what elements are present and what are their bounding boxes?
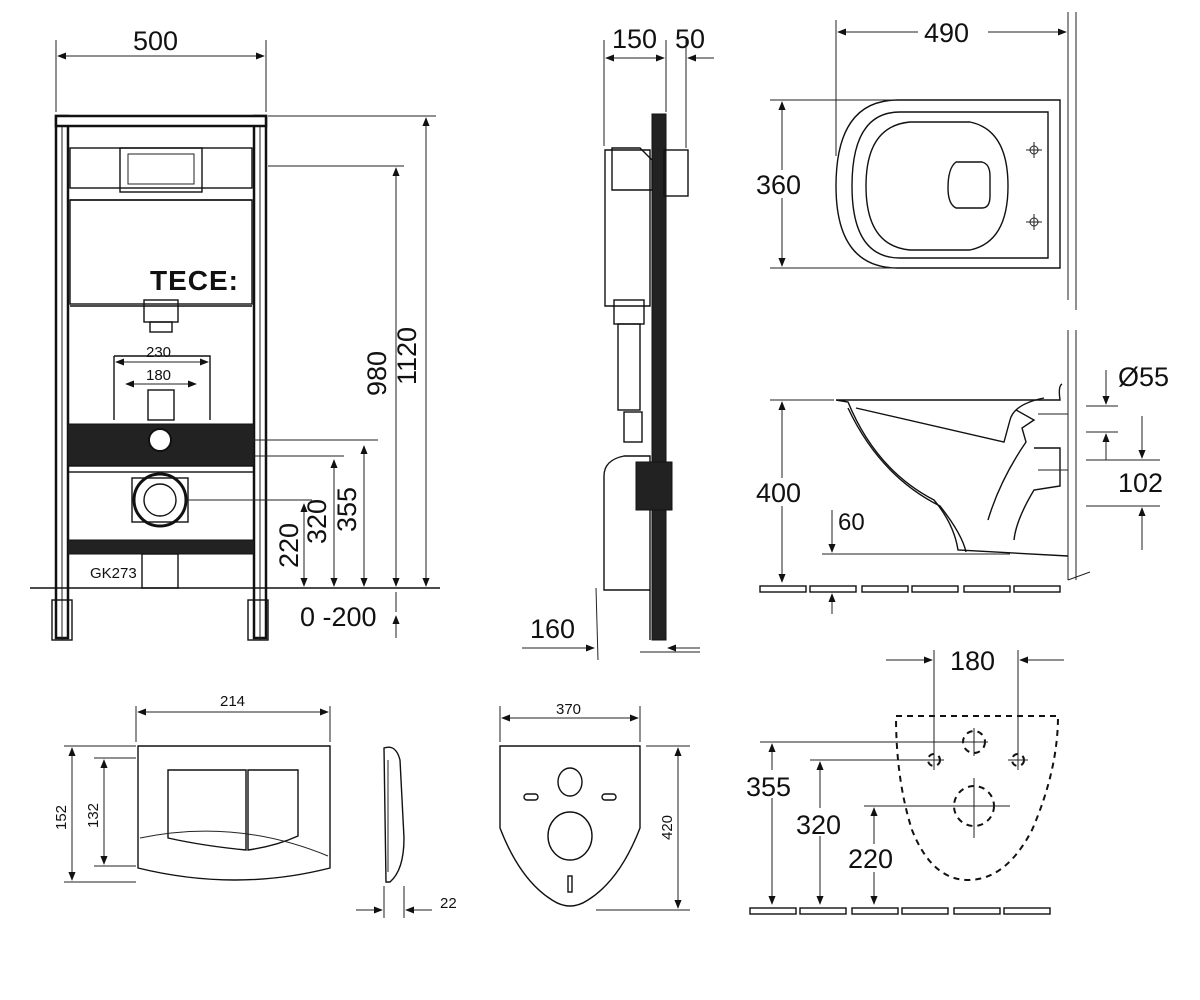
dim-bowl-width: 360 bbox=[756, 170, 801, 200]
dim-height-355: 355 bbox=[332, 487, 362, 532]
dim-height-220: 220 bbox=[274, 523, 304, 568]
dim-floor-adjust: 0 -200 bbox=[300, 602, 377, 632]
dim-back-320: 320 bbox=[796, 810, 841, 840]
dim-back-220: 220 bbox=[848, 844, 893, 874]
bowl-side-view: 400 60 Ø55 102 bbox=[752, 330, 1169, 614]
frame-front-view: TECE: GK273 500 1120 9 bbox=[30, 26, 440, 641]
dim-plate-height-outer: 152 bbox=[53, 805, 70, 830]
dim-plate-height-inner: 132 bbox=[85, 803, 102, 828]
flush-plate-view: 214 152 132 22 bbox=[53, 693, 457, 918]
dim-side-50: 50 bbox=[675, 24, 705, 54]
dim-outlet-gap: 102 bbox=[1118, 468, 1163, 498]
dim-height-320: 320 bbox=[302, 499, 332, 544]
dim-outlet-180: 180 bbox=[146, 367, 171, 384]
dim-frame-width: 500 bbox=[133, 26, 178, 56]
dim-outlet-230: 230 bbox=[146, 344, 171, 361]
dim-plate-width: 214 bbox=[220, 693, 245, 710]
dim-bowl-length: 490 bbox=[924, 18, 969, 48]
dim-pad-width: 370 bbox=[556, 701, 581, 718]
dim-hole-spacing: 180 bbox=[950, 646, 995, 676]
dim-actuation-height: 980 bbox=[362, 351, 392, 396]
tece-logo: TECE: bbox=[150, 265, 239, 296]
dim-rim-offset: 60 bbox=[838, 509, 865, 536]
dim-back-355: 355 bbox=[746, 772, 791, 802]
dim-inlet-diameter: Ø55 bbox=[1118, 362, 1169, 392]
soundproof-pad-view: 370 420 bbox=[499, 701, 690, 911]
dim-side-150: 150 bbox=[612, 24, 657, 54]
gk-label: GK273 bbox=[90, 565, 137, 582]
dim-pad-height: 420 bbox=[659, 815, 676, 840]
dim-side-160: 160 bbox=[530, 614, 575, 644]
dim-plate-thickness: 22 bbox=[440, 895, 457, 912]
bowl-back-view: 180 355 320 220 bbox=[744, 646, 1064, 915]
frame-side-view: 150 50 160 bbox=[522, 24, 714, 661]
dim-bowl-height: 400 bbox=[756, 478, 801, 508]
bowl-top-view: 490 360 bbox=[752, 12, 1077, 310]
